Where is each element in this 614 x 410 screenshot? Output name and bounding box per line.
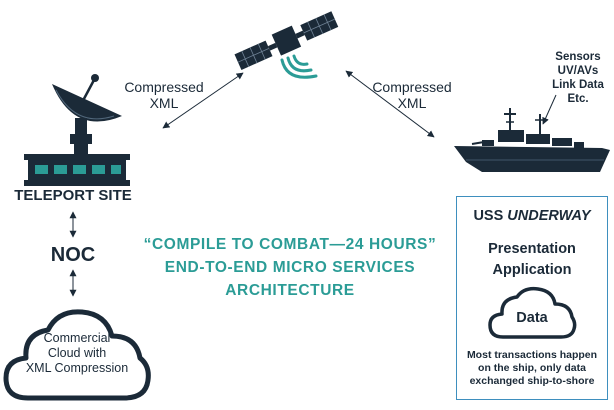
- ship-system-box: USS UNDERWAY Presentation Application Da…: [456, 196, 608, 400]
- satellite-icon: [234, 11, 339, 70]
- left-link-label: Compressed XML: [124, 79, 204, 111]
- teleport-site-label: TELEPORT SITE: [14, 187, 132, 204]
- data-label: Data: [516, 310, 548, 326]
- satellite-dish-icon: [24, 74, 130, 186]
- right-link-label: Compressed XML: [372, 79, 452, 111]
- noc-label: NOC: [50, 244, 96, 266]
- presentation-application-label: Presentation Application: [488, 241, 576, 278]
- sensors-pointer-arrow: [542, 94, 557, 125]
- transactions-note: Most transactions happen on the ship, on…: [466, 349, 598, 387]
- cloud-label: Commercial Cloud with XML Compression: [25, 331, 129, 375]
- right-link-arrow: [345, 70, 435, 138]
- data-cloud-icon: [488, 286, 577, 339]
- cloud-icon: [3, 309, 151, 401]
- ship-name-title: USS UNDERWAY: [473, 208, 591, 224]
- left-link-arrow: [162, 72, 244, 129]
- warship-icon: [454, 108, 610, 172]
- architecture-tagline: “COMPILE TO COMBAT—24 HOURS” END-TO-END …: [143, 236, 437, 299]
- sensors-label: Sensors UV/AVs Link Data Etc.: [552, 51, 604, 105]
- signal-waves-icon: [280, 54, 318, 79]
